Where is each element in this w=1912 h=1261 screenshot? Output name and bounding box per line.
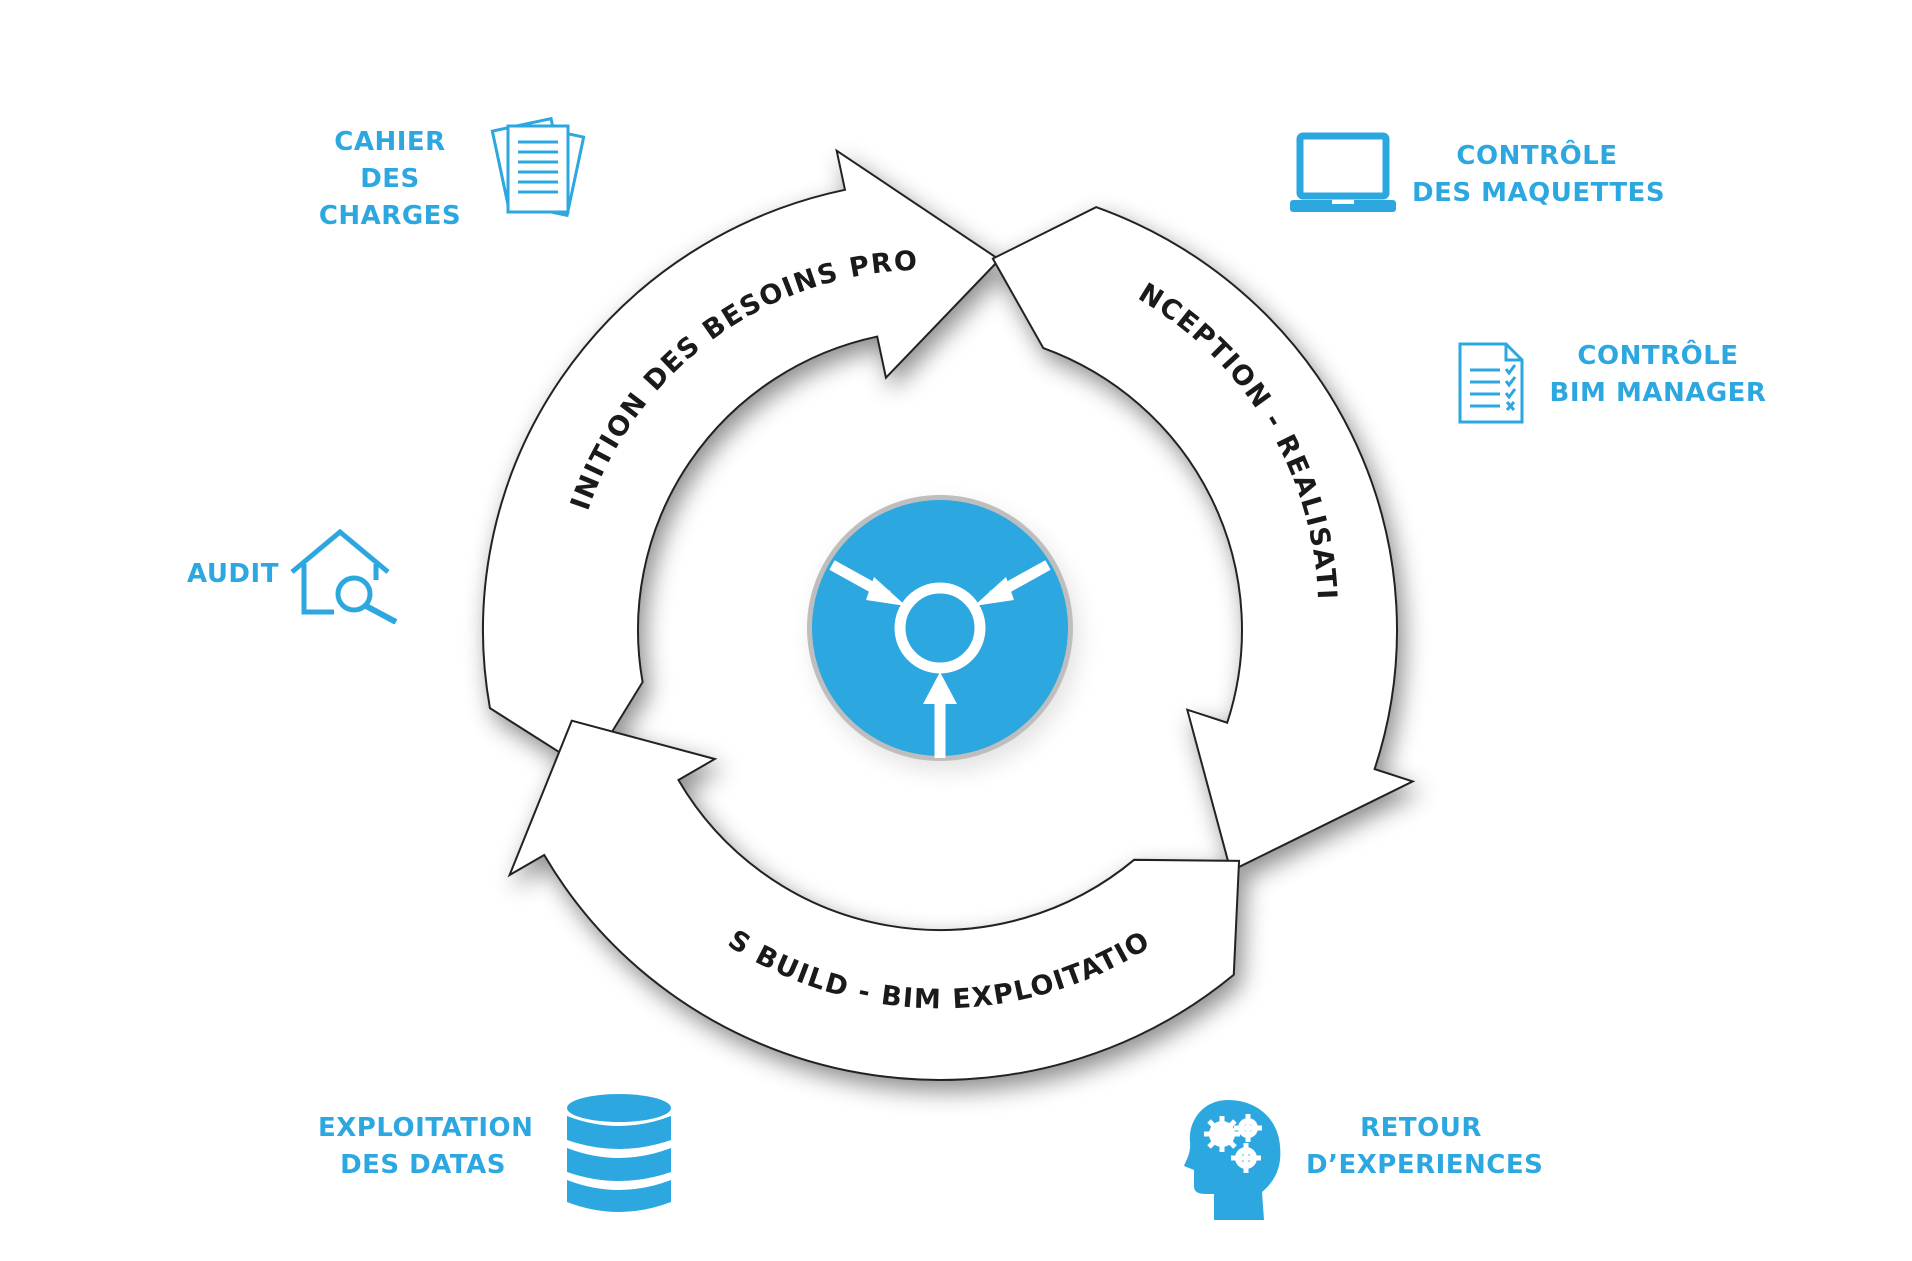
head-gears-icon (1184, 1100, 1281, 1220)
cycle-arrows (482, 148, 1416, 1081)
label-cahier-des-charges: CAHIER DES CHARGES (318, 127, 462, 231)
laptop-icon (1290, 132, 1396, 212)
house-search-icon (290, 528, 398, 624)
arrow-conception (991, 206, 1416, 873)
label-controle-maquettes: CONTRÔLE DES MAQUETTES (1412, 141, 1666, 208)
arrow-as-build (507, 719, 1241, 1081)
checklist-icon (1458, 342, 1524, 424)
label-audit: AUDIT (187, 559, 279, 589)
center-emblem-icon (807, 495, 1073, 761)
label-retour: RETOUR D’EXPERIENCES (1306, 1113, 1544, 1180)
label-exploitation: EXPLOITATION DES DATAS (318, 1113, 534, 1180)
documents-icon (490, 116, 586, 218)
database-icon (567, 1094, 671, 1212)
label-controle-bim: CONTRÔLE BIM MANAGER (1549, 341, 1767, 408)
arrow-definition (482, 148, 1001, 772)
